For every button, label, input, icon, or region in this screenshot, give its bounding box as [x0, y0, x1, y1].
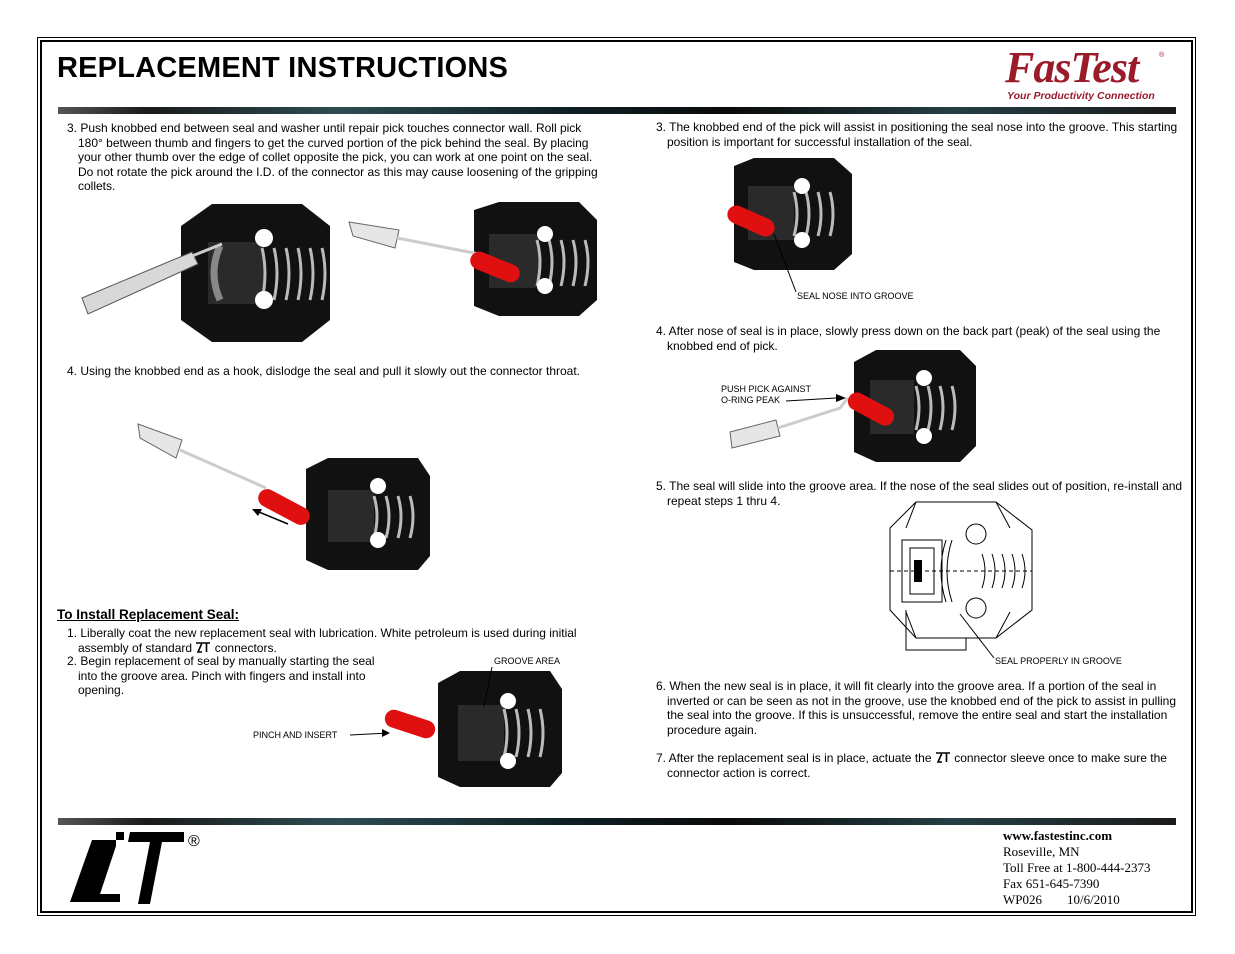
footer-logo-reg: ®: [188, 833, 200, 850]
logo-tagline: Your Productivity Connection: [1007, 90, 1155, 102]
install-heading: To Install Replacement Seal:: [57, 607, 240, 622]
callout-seal-properly: SEAL PROPERLY IN GROOVE: [995, 656, 1122, 666]
figure-seal-nose-groove: [727, 158, 852, 293]
page-title: REPLACEMENT INSTRUCTIONS: [57, 52, 509, 84]
callout-groove-area: GROOVE AREA: [494, 656, 561, 666]
fastest-logo: FasTest ® Your Productivity Connection: [1003, 44, 1173, 106]
page-border-inner: [40, 40, 1193, 913]
left-step-4: 4. Using the knobbed end as a hook, disl…: [67, 364, 580, 378]
figure-push-pick-peak: [729, 350, 976, 462]
doc-date: 10/6/2010: [1067, 892, 1120, 907]
right-step-3: 3. The knobbed end of the pick will assi…: [656, 120, 1178, 149]
callout-pinch-insert: PINCH AND INSERT: [253, 730, 338, 740]
contact-tollfree: Toll Free at 1-800-444-2373: [1003, 860, 1151, 875]
right-step-7-tail: connector sleeve once to make sure the c…: [667, 751, 1167, 780]
contact-block: www.fastestinc.com Roseville, MN Toll Fr…: [1003, 828, 1150, 908]
doc-id: WP026: [1003, 892, 1042, 907]
figure-seal-pulled-out: [137, 423, 430, 570]
left-step-3: 3. Push knobbed end between seal and was…: [67, 121, 598, 193]
figure-pick-inserted: [81, 204, 330, 342]
install-step-1-text: 1. Liberally coat the new replacement se…: [67, 626, 577, 655]
logo-wordmark: FasTest: [1005, 43, 1139, 92]
figure-pick-hooking-seal: [348, 202, 597, 316]
figure-pinch-insert: [349, 666, 562, 787]
contact-city: Roseville, MN: [1003, 844, 1080, 859]
contact-fax: Fax 651-645-7390: [1003, 876, 1100, 891]
st-logo-inline-icon: [935, 752, 950, 763]
install-step-2: 2. Begin replacement of seal by manually…: [67, 654, 375, 697]
right-step-4: 4. After nose of seal is in place, slowl…: [656, 324, 1161, 353]
logo-registered-mark: ®: [1159, 52, 1165, 59]
right-step-5: 5. The seal will slide into the groove a…: [656, 479, 1183, 508]
st-logo-footer: ®: [70, 832, 200, 904]
right-step-7-text: 7. After the replacement seal is in plac…: [656, 751, 932, 765]
right-step-6: 6. When the new seal is in place, it wil…: [656, 679, 1176, 737]
callout-oring-peak: O-RING PEAK: [721, 395, 781, 405]
header-divider: [58, 107, 1176, 114]
install-step-1: 1. Liberally coat the new replacement se…: [67, 626, 588, 655]
callout-seal-nose: SEAL NOSE INTO GROOVE: [797, 291, 914, 301]
figure-seal-properly-seated: [889, 501, 1033, 659]
footer-divider: [58, 818, 1176, 825]
st-logo-inline-icon: [196, 641, 211, 653]
right-step-7: 7. After the replacement seal is in plac…: [656, 751, 1187, 780]
website-link[interactable]: www.fastestinc.com: [1003, 828, 1113, 843]
doc-info: WP026 10/6/2010: [1003, 892, 1150, 908]
callout-push-pick: PUSH PICK AGAINST: [721, 384, 812, 394]
install-step-1-tail: connectors.: [214, 640, 277, 655]
page-border-outer: [37, 37, 1196, 916]
